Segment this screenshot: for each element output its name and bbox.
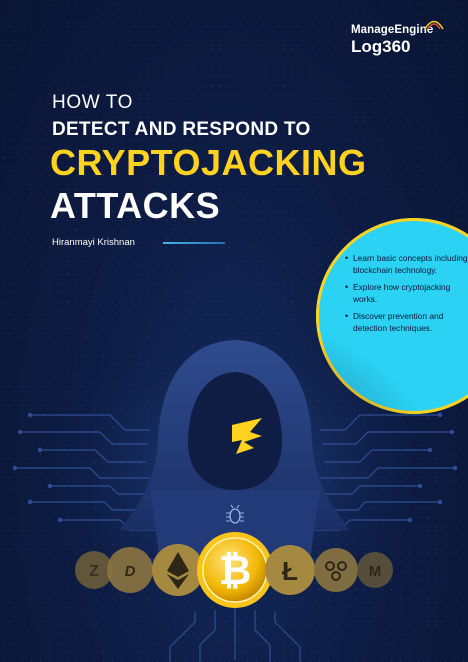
highlight-item: Explore how cryptojacking works. [345,281,468,305]
title-line-2: DETECT AND RESPOND TO [52,119,311,140]
brand-product: Log360 [351,37,411,56]
svg-text:₿: ₿ [219,548,252,594]
highlights-list: Learn basic concepts including blockchai… [345,252,468,339]
author-name: Hiranmayi Krishnan [52,237,135,248]
hacker-mask-icon [232,418,262,454]
dash-icon: D [107,547,153,593]
title-line-3: CRYPTOJACKING [50,142,367,183]
bitcoin-icon: ₿ [197,532,273,608]
svg-text:M: M [369,563,382,580]
highlight-item: Discover prevention and detection techni… [345,310,468,334]
svg-text:Z: Z [89,563,99,580]
svg-text:D: D [125,563,136,580]
brand-logo: ManageEngine Log360 [351,20,444,57]
title-line-1: HOW TO [52,92,134,113]
highlight-item: Learn basic concepts including blockchai… [345,252,468,276]
litecoin-icon: Ł [265,545,315,595]
crypto-coins: Z D ₿ Ł [75,532,393,608]
author-divider [163,242,225,244]
ethereum-icon [152,544,204,596]
bug-icon [226,504,244,524]
hacker-illustration: Z D ₿ Ł [12,330,458,662]
brand-company: ManageEngine [351,24,434,36]
ripple-icon [314,548,358,592]
zcash-icon: Z [75,551,113,589]
circuit-bottom [169,608,301,662]
monero-icon: M [357,552,393,588]
title-line-4: ATTACKS [50,185,221,226]
svg-text:Ł: Ł [282,556,298,586]
brand-arc-icon [424,20,444,30]
hacker-hood-icon [120,340,350,530]
